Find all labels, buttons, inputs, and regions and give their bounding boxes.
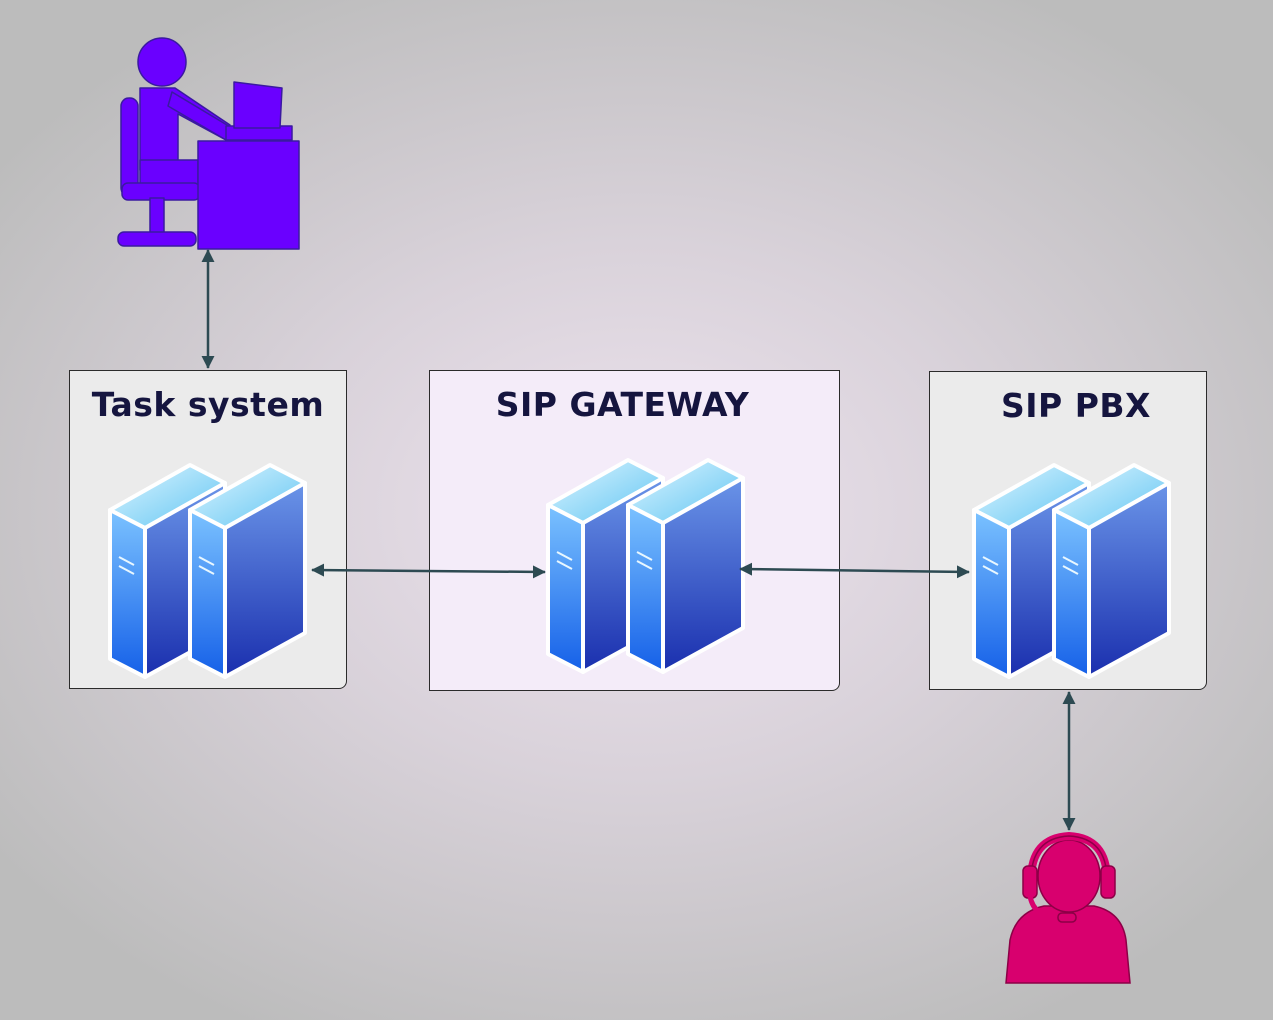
sip-gateway-server-icon	[543, 455, 753, 677]
person-at-desk-icon	[117, 37, 300, 250]
sip-pbx-server-icon	[969, 460, 1179, 682]
sip-pbx-title: SIP PBX	[1000, 386, 1151, 425]
task-system-server-icon	[105, 460, 315, 682]
headset-agent-icon	[1005, 832, 1131, 984]
sip-gateway-title: SIP GATEWAY	[495, 385, 750, 424]
task-system-title: Task system	[91, 385, 325, 424]
